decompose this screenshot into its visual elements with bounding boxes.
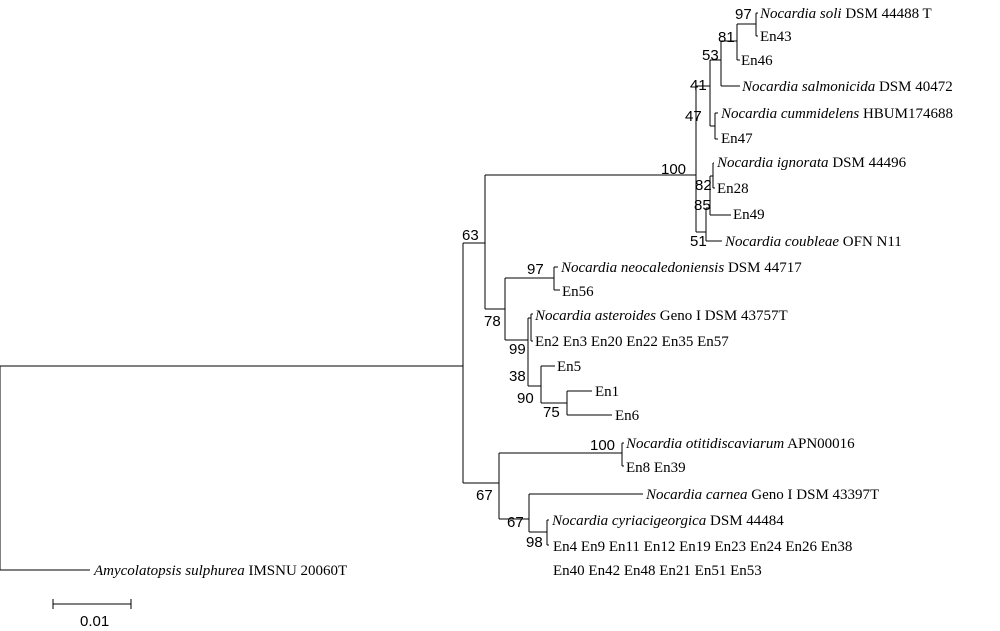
bootstrap-label: 98 <box>526 534 543 551</box>
bootstrap-label: 85 <box>694 197 711 214</box>
bootstrap-label: 75 <box>543 404 560 421</box>
taxon-label: En2 En3 En20 En22 En35 En57 <box>535 334 729 350</box>
bootstrap-label: 100 <box>661 161 686 178</box>
bootstrap-label: 67 <box>507 514 524 531</box>
bootstrap-label: 97 <box>735 6 752 23</box>
bootstrap-label: 82 <box>695 177 712 194</box>
taxon-label: En47 <box>721 131 753 147</box>
taxon-label: Nocardia cummidelens HBUM174688 <box>720 106 953 122</box>
bootstrap-label: 51 <box>690 233 707 250</box>
bootstrap-label: 67 <box>476 487 493 504</box>
taxon-label: En8 En39 <box>626 460 686 476</box>
bootstrap-label: 97 <box>527 261 544 278</box>
taxon-label: Nocardia soli DSM 44488 T <box>759 6 932 22</box>
bootstrap-values: 97 81 53 41 47 100 82 85 51 97 63 78 99 … <box>462 6 752 551</box>
taxon-label: Nocardia asteroides Geno I DSM 43757T <box>534 308 788 324</box>
taxon-label: Nocardia ignorata DSM 44496 <box>716 155 907 171</box>
taxon-label: Nocardia otitidiscaviarum APN00016 <box>625 436 855 452</box>
taxon-label: En40 En42 En48 En21 En51 En53 <box>553 563 762 579</box>
bootstrap-label: 81 <box>718 29 735 46</box>
bootstrap-label: 53 <box>702 47 719 64</box>
bootstrap-label: 47 <box>685 108 702 125</box>
taxon-label: Nocardia coubleae OFN N11 <box>724 234 902 250</box>
scale-bar-label: 0.01 <box>80 613 109 630</box>
taxon-labels: Nocardia soli DSM 44488 T En43 En46 Noca… <box>93 6 953 579</box>
bootstrap-label: 41 <box>690 77 707 94</box>
taxon-label: En28 <box>717 181 749 197</box>
taxon-label: En49 <box>733 207 765 223</box>
taxon-label: Nocardia cyriacigeorgica DSM 44484 <box>551 513 784 529</box>
scale-bar: 0.01 <box>52 599 132 630</box>
bootstrap-label: 90 <box>517 390 534 407</box>
bootstrap-label: 63 <box>462 227 479 244</box>
taxon-label: Nocardia carnea Geno I DSM 43397T <box>645 487 879 503</box>
bootstrap-label: 99 <box>509 341 526 358</box>
bootstrap-label: 38 <box>509 368 526 385</box>
taxon-label: En46 <box>741 53 773 69</box>
taxon-label: Nocardia neocaledoniensis DSM 44717 <box>560 260 802 276</box>
tree-branches <box>0 12 758 571</box>
taxon-label: En56 <box>562 284 594 300</box>
bootstrap-label: 100 <box>590 437 615 454</box>
taxon-label: En4 En9 En11 En12 En19 En23 En24 En26 En… <box>553 539 852 555</box>
taxon-label: En6 <box>615 408 640 424</box>
taxon-label: En5 <box>557 359 581 375</box>
taxon-label: En43 <box>760 29 792 45</box>
taxon-label: En1 <box>595 384 619 400</box>
bootstrap-label: 78 <box>484 313 501 330</box>
taxon-label: Amycolatopsis sulphurea IMSNU 20060T <box>93 563 347 579</box>
taxon-label: Nocardia salmonicida DSM 40472 <box>741 79 953 95</box>
